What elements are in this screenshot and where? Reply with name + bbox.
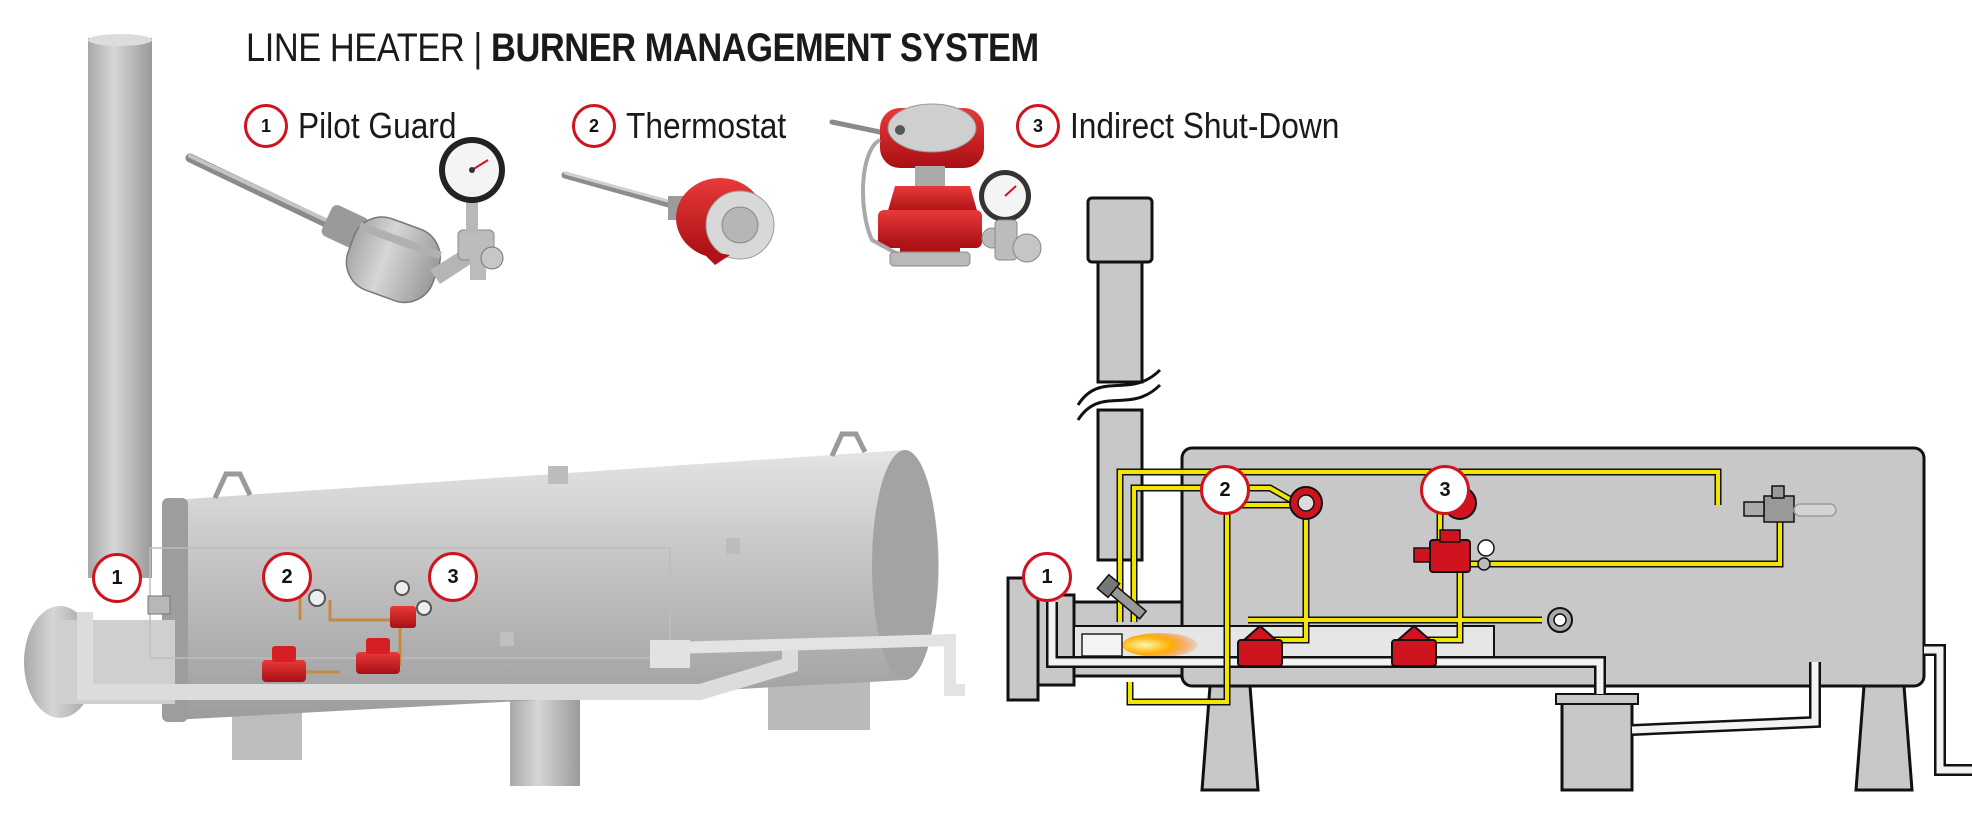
thermostat-product-image	[561, 171, 775, 265]
page-title: LINE HEATER | BURNER MANAGEMENT SYSTEM	[246, 26, 1168, 71]
line-heater-3d-render	[24, 34, 965, 786]
marker-shutdown-3d: 3	[428, 552, 478, 602]
legend-item-pilot-guard: 1 Pilot Guard	[244, 104, 478, 148]
marker-thermostat-3d: 2	[262, 552, 312, 602]
legend-badge: 3	[1016, 104, 1060, 148]
marker-thermostat-schematic: 2	[1200, 465, 1250, 515]
marker-shutdown-schematic: 3	[1420, 465, 1470, 515]
legend-badge: 2	[572, 104, 616, 148]
legend-item-indirect-shutdown: 3 Indirect Shut-Down	[1016, 104, 1376, 148]
legend-label: Thermostat	[626, 105, 787, 146]
marker-pilot-guard-schematic: 1	[1022, 552, 1072, 602]
legend-badge: 1	[244, 104, 288, 148]
legend-label: Indirect Shut-Down	[1070, 105, 1340, 146]
indirect-shutdown-product-image	[829, 103, 1042, 267]
title-bold: BURNER MANAGEMENT SYSTEM	[491, 26, 1039, 70]
title-light: LINE HEATER |	[246, 26, 492, 70]
pilot-guard-product-image	[185, 137, 505, 304]
line-heater-schematic	[1006, 196, 1972, 792]
marker-pilot-guard-3d: 1	[92, 553, 142, 603]
legend-label: Pilot Guard	[298, 105, 457, 146]
legend-item-thermostat: 2 Thermostat	[572, 104, 808, 148]
